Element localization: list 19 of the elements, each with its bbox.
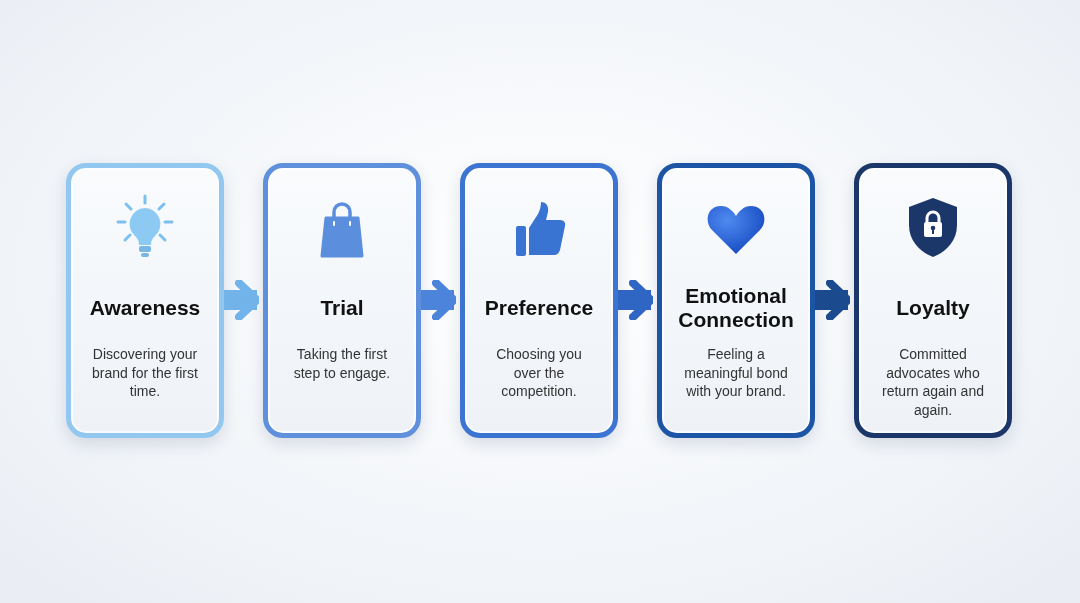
step-card: [263, 163, 421, 438]
step-description: Choosing you over the competition.: [495, 345, 583, 401]
arrow: [618, 279, 655, 321]
step-card: [854, 163, 1012, 438]
arrow: [224, 279, 261, 321]
step-title: Emotional Connection: [677, 284, 795, 332]
step-description: Discovering your brand for the first time.: [91, 345, 199, 401]
step-description: Feeling a meaningful bond with your brand.: [683, 345, 789, 401]
arrow: [421, 279, 458, 321]
arrow: [815, 279, 852, 321]
step-title: Loyalty: [896, 296, 970, 320]
step-card: [66, 163, 224, 438]
step-card: [460, 163, 618, 438]
step-description: Committed advocates who return again and again.: [881, 345, 985, 419]
step-title: Awareness: [89, 296, 201, 320]
step-card: [657, 163, 815, 438]
step-title: Preference: [484, 296, 594, 320]
step-title: Trial: [320, 296, 364, 320]
step-description: Taking the first step to engage.: [292, 345, 392, 382]
